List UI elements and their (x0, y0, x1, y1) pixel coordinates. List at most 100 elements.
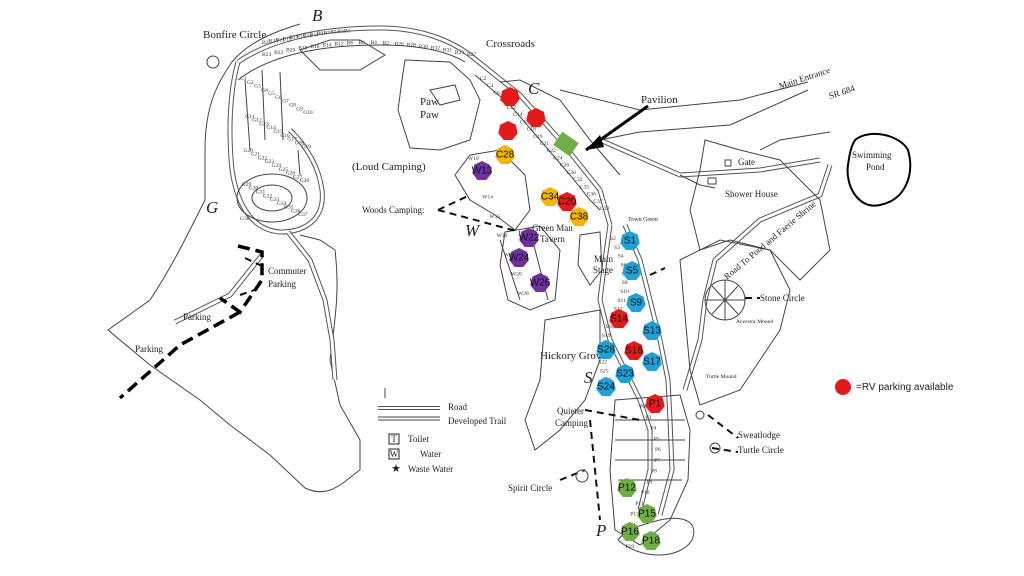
site-number-label: P5 (654, 436, 660, 442)
site-number-label: G28 (300, 178, 310, 184)
campsite-marker-shape (540, 187, 560, 206)
site-number-label: P4 (650, 426, 656, 432)
site-number-label: B4 (371, 40, 378, 46)
campsite-marker: S5 (622, 261, 642, 280)
legend-water-box (388, 448, 400, 460)
site-number-label: S4 (618, 254, 624, 260)
site-number-label: P9 (647, 479, 653, 485)
site-number-label: B25 (262, 40, 271, 46)
campsite-marker-label: C34 (541, 192, 560, 203)
label-paw-paw-2: Paw (420, 109, 439, 121)
rv-legend-dot (835, 379, 851, 395)
site-number-label: B19 (283, 36, 292, 42)
site-number-label: C21 (540, 141, 549, 147)
site-number-label: G6 (275, 95, 282, 101)
campsite-marker: W13 (472, 161, 493, 180)
site-number-label: C18 (527, 127, 536, 133)
campsite-marker-label: S23 (616, 369, 634, 380)
label-main-entrance: Main Entrance (778, 65, 832, 91)
site-number-label: C19 (533, 134, 542, 140)
site-number-label: B31 (443, 48, 452, 54)
site-number-label: C26 (560, 163, 569, 169)
parking-dashes (118, 310, 241, 400)
campsite-marker-shape (509, 248, 529, 267)
site-number-label: G14 (266, 125, 276, 131)
campsite-marker-shape (495, 145, 515, 164)
pavilion (553, 131, 579, 157)
label-shower-house: Shower House (725, 189, 778, 199)
campsite-marker: C34 (540, 187, 560, 206)
campsite-marker: S28 (596, 340, 616, 359)
site-number-label: B7 (324, 30, 331, 36)
site-number-label: G13 (259, 121, 269, 127)
site-number-label: S10 (620, 289, 629, 295)
site-number-label: B18 (298, 46, 307, 52)
campsite-marker-shape (642, 352, 662, 371)
campsite-marker-label: P15 (638, 509, 656, 520)
campsite-marker-shape (557, 192, 577, 211)
label-swimming-pond-2: Pond (866, 162, 885, 172)
site-number-label: G3 (254, 84, 261, 90)
campsite-marker-shape (637, 504, 657, 523)
label-woods-camping: Woods Camping: (362, 205, 425, 215)
site-number-label: G25 (279, 167, 289, 173)
label-green-man-2: Tavern (540, 234, 565, 244)
site-number-label: B15 (296, 34, 305, 40)
site-number-label: G38 (240, 216, 250, 222)
site-number-label: W28 (518, 291, 529, 297)
site-number-label: S2 (610, 236, 616, 242)
campsite-marker-shape (519, 228, 539, 247)
label-commuter-2: Parking (268, 279, 296, 289)
campsite-marker-shape (641, 531, 661, 550)
campsite-marker-label: C38 (570, 212, 589, 223)
site-number-label: P2 (640, 404, 646, 410)
campsite-marker-label: W24 (509, 253, 530, 264)
legend-toilet-glyph: T (391, 434, 397, 444)
site-number-label: P19 (626, 544, 635, 550)
site-number-label: B27 (467, 52, 476, 58)
site-number-label: G37 (298, 212, 308, 218)
site-number-label: G30 (249, 186, 259, 192)
site-number-label: C6 (493, 90, 500, 96)
campsite-marker: S14 (609, 309, 629, 328)
campsite-marker-shape (620, 522, 640, 541)
campsite-marker-shape (620, 231, 640, 250)
legend-road-label: Road (448, 402, 467, 412)
campsite-marker-label: P1 (649, 399, 662, 410)
site-number-label: C2 (480, 76, 487, 82)
rv-legend-label: =RV parking available (856, 382, 954, 393)
site-number-label: G4 (261, 87, 268, 93)
campsite-marker: W24 (509, 248, 530, 267)
site-number-label: B9 (317, 31, 324, 37)
campsite-marker-shape (596, 377, 616, 396)
campsite-marker-label: S9 (630, 298, 643, 309)
site-number-label: W10 (468, 156, 479, 162)
campsite-marker-shape (642, 321, 662, 340)
commuter-parking-markings (218, 244, 264, 315)
campsite-marker-label: S5 (626, 266, 639, 277)
site-number-label: G1 (240, 76, 247, 82)
campsite-marker: S16 (624, 341, 644, 360)
label-green-man-1: Green Man (532, 223, 573, 233)
campsite-marker-label: W22 (519, 233, 540, 244)
site-number-label: B6 (359, 40, 366, 46)
site-number-label: G35 (284, 205, 294, 211)
campsite-marker: S9 (626, 293, 646, 312)
campsite-marker-shape (609, 309, 629, 328)
campsite-marker-shape (624, 341, 644, 360)
campsite-marker (498, 121, 518, 140)
legend-trail-label: Developed Trail (448, 416, 507, 426)
site-number-label: W20 (511, 272, 522, 278)
campsite-marker-label: S24 (597, 382, 615, 393)
paw-paw-area (397, 59, 481, 151)
campsite-marker-label: W13 (472, 166, 493, 177)
site-number-label: G29 (242, 182, 252, 188)
campsite-marker: W26 (530, 273, 551, 292)
site-number-label: C4 (487, 83, 494, 89)
site-number-label: P13 (630, 512, 639, 518)
east-woods (679, 239, 791, 406)
site-number-label: B3 (337, 29, 344, 35)
site-number-label: G33 (270, 197, 280, 203)
